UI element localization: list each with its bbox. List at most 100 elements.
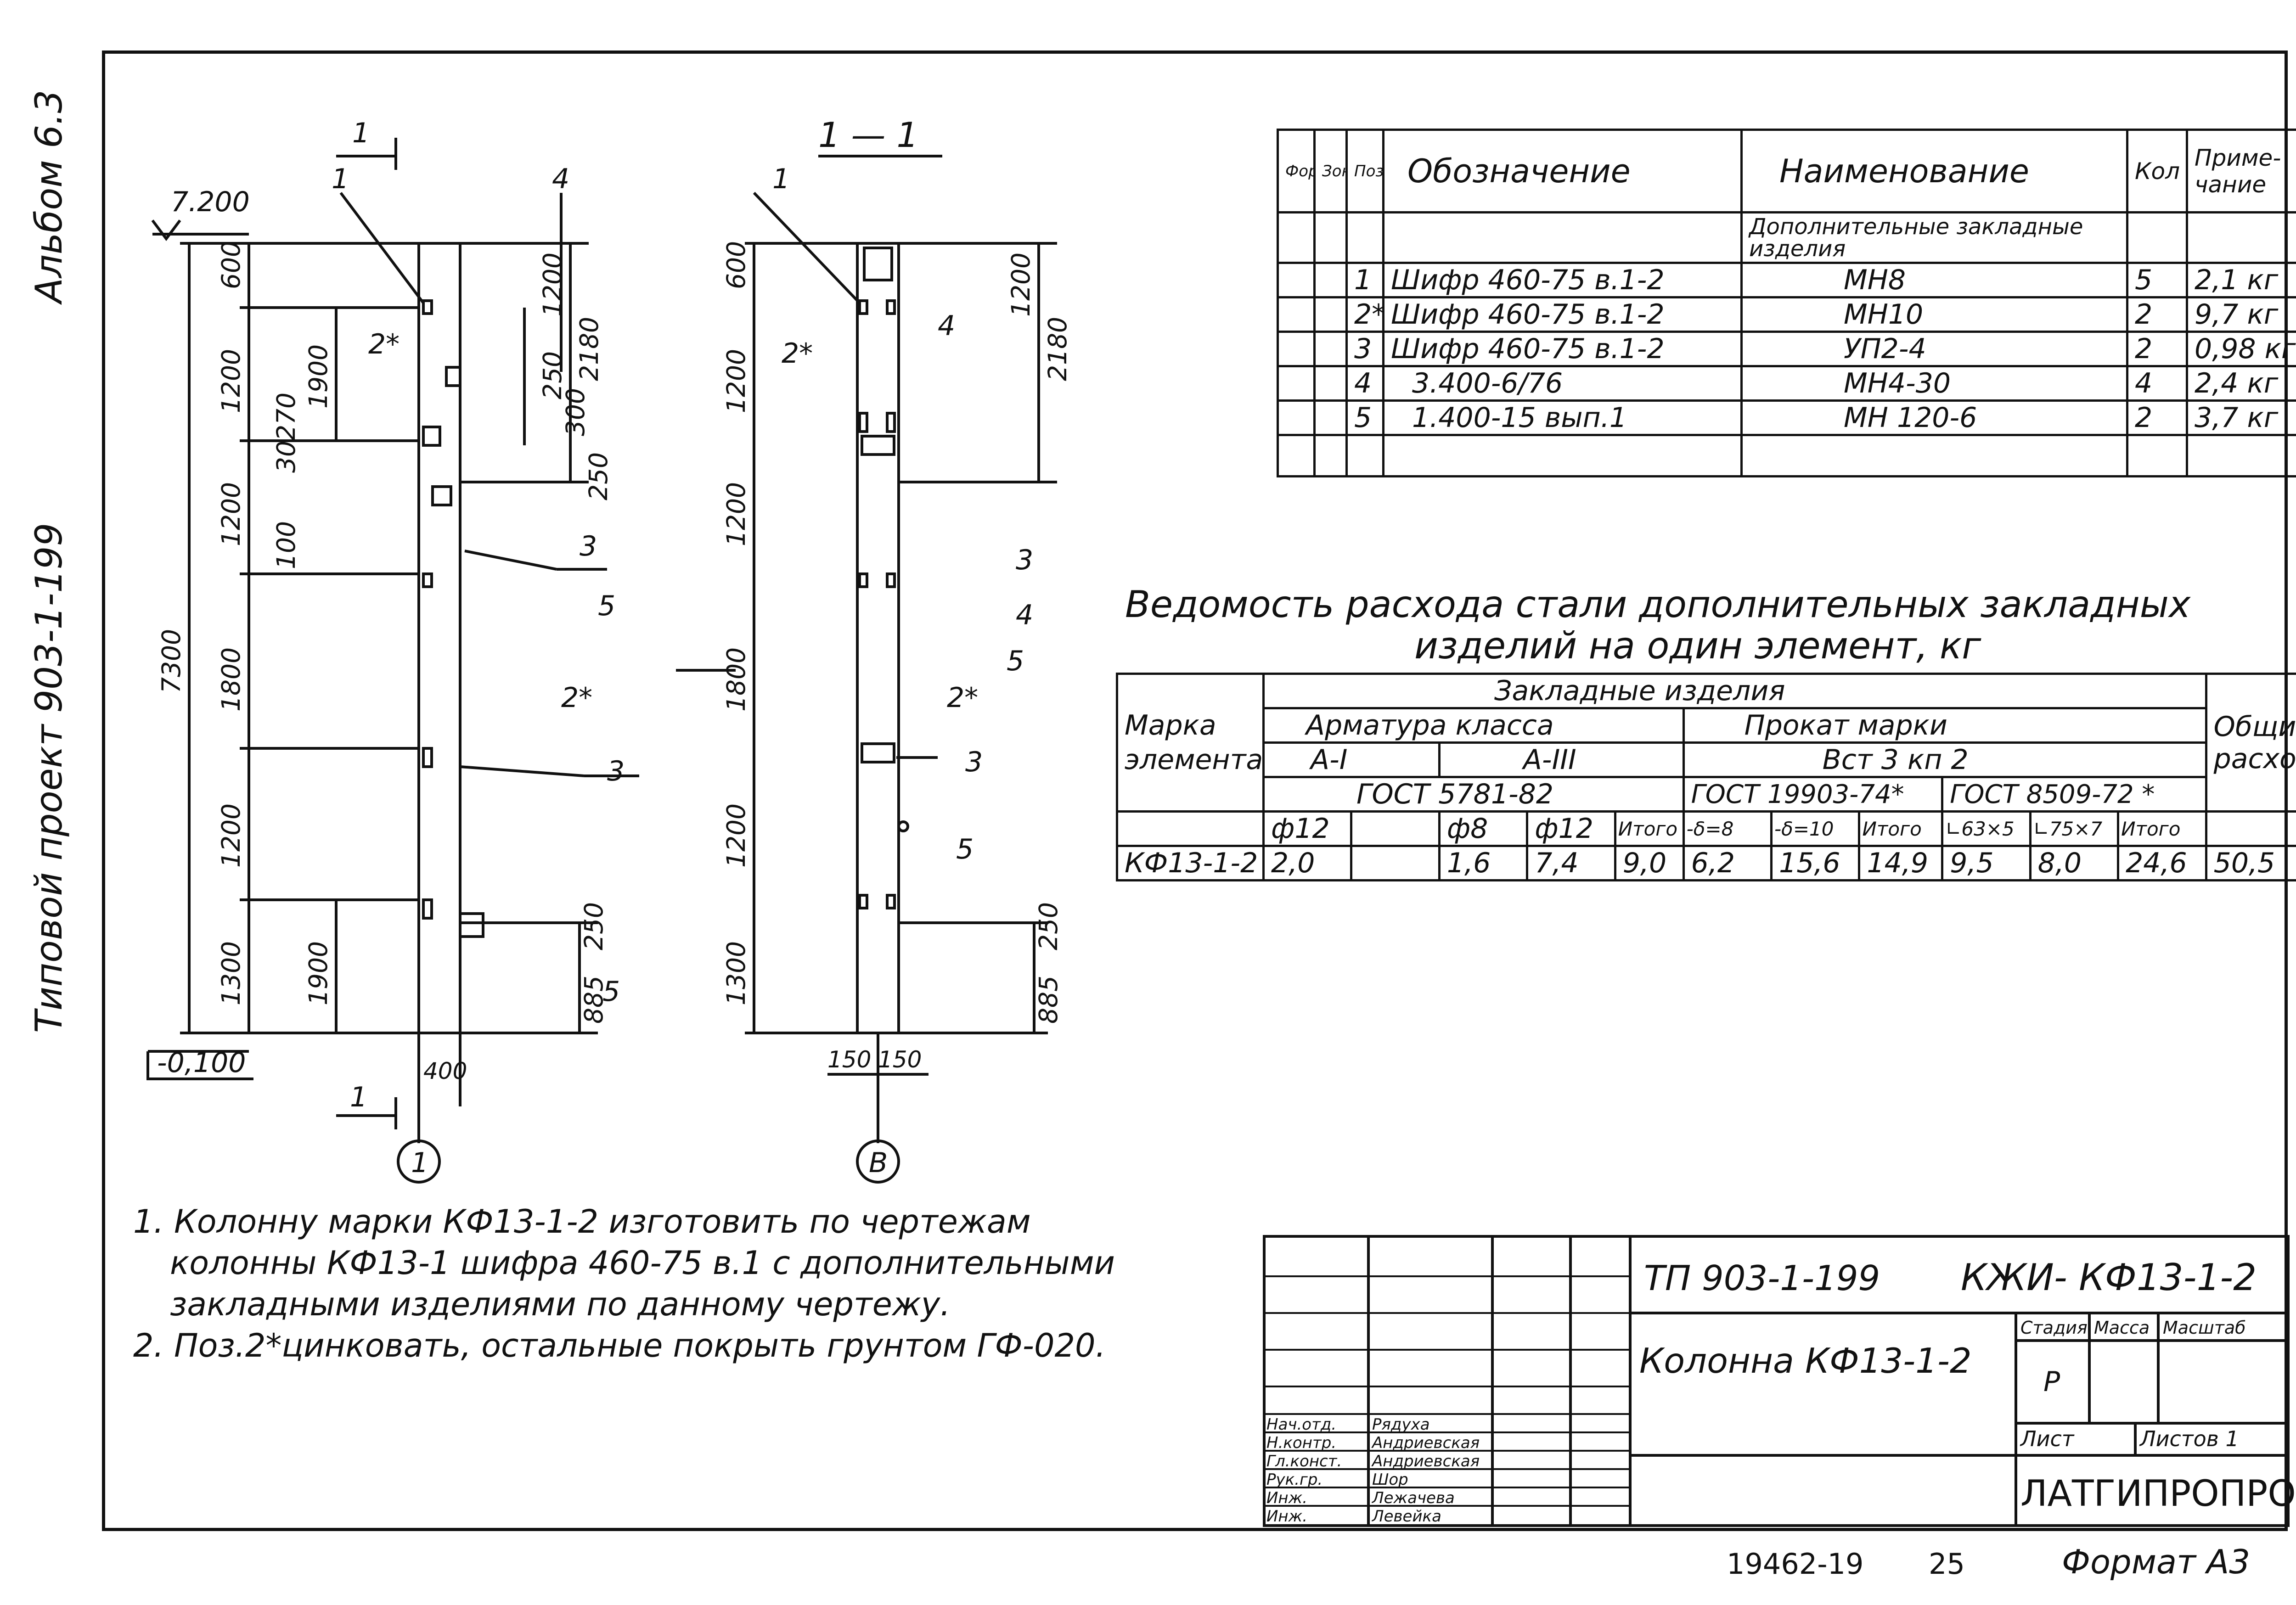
note-1a: 1. Колонну марки КФ13-1-2 изготовить по …: [133, 1203, 1031, 1240]
dim-1800: 1800: [216, 647, 246, 712]
callout-5b: 5: [602, 976, 620, 1008]
h-rolled: Прокат марки: [1682, 707, 2207, 744]
sec-dim-2180: 2180: [1043, 317, 1072, 381]
dim-270: 270: [271, 393, 301, 441]
group-title: Дополнительные закладные изделия: [1740, 211, 2128, 264]
album-label: Альбом 6.3: [28, 90, 70, 303]
callout-2: 2*: [368, 328, 400, 360]
steel-table-title-2: изделий на один элемент, кг: [1414, 624, 1981, 667]
column-section: [856, 242, 900, 1034]
h-format: Формат: [1277, 129, 1316, 213]
h-designation: Обозначение: [1382, 129, 1743, 213]
val-10: 24,6: [2117, 845, 2207, 881]
tb-role-5: Инж.: [1266, 1489, 1307, 1507]
sec-dim-1200c: 1200: [721, 803, 751, 868]
h-gost3: ГОСТ 8509-72 *: [1941, 776, 2207, 813]
val-5: 6,2: [1682, 845, 1773, 881]
val-8: 9,5: [1941, 845, 2032, 881]
h-gost1: ГОСТ 5781-82: [1262, 776, 1685, 813]
h-note: Приме-чание: [2186, 129, 2296, 213]
column-drawings: 7.200 -0,100 1 1 1 — 1 1 В 400 150 150 1…: [146, 115, 1072, 1184]
tb-role-1: Нач.отд.: [1266, 1415, 1336, 1434]
callout-2c: 2*: [782, 337, 813, 370]
val-9: 8,0: [2029, 845, 2120, 881]
axis-1: 1: [411, 1147, 428, 1179]
dim-1200-a: 1200: [216, 349, 246, 413]
callout-4b: 4: [938, 310, 955, 342]
dim-300: 300: [561, 388, 590, 436]
row-mark: КФ13-1-2: [1115, 845, 1265, 881]
tb-project-code: ТП 903-1-199: [1644, 1258, 1880, 1298]
h-rebar: Арматура класса: [1262, 707, 1685, 744]
callout-4c: 4: [1016, 599, 1033, 631]
sec-dim-1300: 1300: [721, 941, 751, 1005]
spec-row-5-name: МН 120-6: [1740, 399, 2128, 436]
dim-1900-top: 1900: [304, 344, 333, 409]
tb-role-6: Инж.: [1266, 1507, 1307, 1526]
sec-dim-250: 250: [1034, 902, 1063, 950]
tb-name-2: Андриевская: [1371, 1434, 1480, 1452]
spec-row-4-qty: 4: [2126, 365, 2188, 402]
dim-1200-c: 1200: [216, 803, 246, 868]
callout-2b: 2*: [561, 682, 592, 714]
spec-row-4-note: 2,4 кг: [2186, 365, 2296, 402]
spec-row-5-designation: 1.400-15 вып.1: [1382, 399, 1743, 436]
title-block: ТП 903-1-199 КЖИ- КФ13-1-2 Колонна КФ13-…: [1263, 1235, 2296, 1527]
spec-row-3-note: 0,98 кг: [2186, 331, 2296, 367]
h-vst: Вст 3 кп 2: [1682, 741, 2207, 778]
sec-dim-1800: 1800: [721, 647, 751, 712]
spec-row-3-pos: 3: [1345, 331, 1384, 367]
dim-150a: 150: [827, 1046, 871, 1073]
tb-name-4: Шор: [1372, 1470, 1408, 1489]
spec-row-2-note: 9,7 кг: [2186, 296, 2296, 333]
footer-inventory: 19462-19: [1727, 1547, 1864, 1581]
spec-row-2-pos: 2*: [1345, 296, 1384, 333]
dim-150b: 150: [878, 1046, 922, 1073]
spec-row-1-designation: Шифр 460-75 в.1-2: [1382, 262, 1743, 298]
sub-5: -δ=8: [1682, 810, 1773, 847]
val-total: 50,5: [2205, 845, 2296, 881]
callout-4: 4: [552, 163, 569, 195]
val-6: 15,6: [1770, 845, 1861, 881]
note-1b: колонны КФ13-1 шифра 460-75 в.1 с дополн…: [170, 1244, 1115, 1282]
sub-8: ∟63×5: [1941, 810, 2032, 847]
dim-1200-b: 1200: [216, 482, 246, 546]
footer-format: Формат А3: [2062, 1543, 2251, 1581]
sub-4: Итого: [1614, 810, 1685, 847]
val-3: 7,4: [1526, 845, 1616, 881]
spec-row-1-qty: 5: [2126, 262, 2188, 298]
dim-400: 400: [423, 1058, 467, 1084]
sec-dim-1200b: 1200: [721, 482, 751, 546]
tb-title: Колонна КФ13-1-2: [1639, 1341, 1972, 1381]
dim-1200-r: 1200: [538, 253, 567, 317]
section-mark-top: 1: [352, 117, 370, 149]
section-title: 1 — 1: [818, 115, 918, 155]
callout-3c: 3: [1016, 544, 1033, 576]
h-total: Общий расход: [2205, 673, 2296, 813]
callout-5c: 5: [1007, 645, 1024, 677]
h-zone: Зона: [1313, 129, 1348, 213]
tb-role-3: Гл.конст.: [1266, 1452, 1342, 1470]
note-2: 2. Поз.2*цинковать, остальные покрыть гр…: [133, 1327, 1106, 1364]
tb-mass-label: Масса: [2094, 1318, 2150, 1338]
tb-role-4: Рук.гр.: [1266, 1470, 1322, 1489]
sub-0: ф12: [1262, 810, 1353, 847]
h-mark: Марка элемента: [1115, 673, 1265, 813]
callout-3: 3: [580, 530, 597, 562]
spec-row-4-designation: 3.400-6/76: [1382, 365, 1743, 402]
callout-3b: 3: [607, 755, 625, 787]
sec-dim-600: 600: [721, 241, 751, 289]
footer-page: 25: [1929, 1547, 1965, 1581]
tb-name-3: Андриевская: [1371, 1452, 1480, 1470]
tb-scale-label: Масштаб: [2163, 1318, 2246, 1338]
sec-dim-1200r: 1200: [1006, 253, 1035, 317]
tb-sheets-label: Листов 1: [2139, 1426, 2239, 1451]
h-name: Наименование: [1740, 129, 2128, 213]
spec-row-5-note: 3,7 кг: [2186, 399, 2296, 436]
callout-5: 5: [598, 590, 615, 622]
steel-table-title-1: Ведомость расхода стали дополнительных з…: [1125, 583, 2191, 626]
sub-9: ∟75×7: [2029, 810, 2120, 847]
tb-name-1: Рядуха: [1372, 1415, 1430, 1434]
dim-100: 100: [271, 521, 301, 569]
dim-total: 7300: [157, 629, 186, 693]
